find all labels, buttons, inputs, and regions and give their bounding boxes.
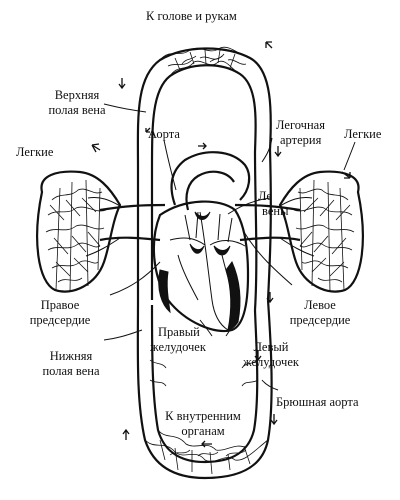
- label-inferior-vena-cava-line2: полая вена: [42, 364, 100, 378]
- label-superior-vena-cava-line2: полая вена: [48, 103, 106, 117]
- label-left-atrium-line2: предсердие: [289, 313, 351, 327]
- label-pulmonary-veins-line2: вены: [262, 204, 289, 218]
- label-internal-organs-line2: органам: [181, 424, 225, 438]
- flow-arrows: [91, 41, 351, 448]
- left-lung: [36, 170, 166, 293]
- label-right-ventricle-line2: желудочек: [150, 340, 206, 354]
- label-inferior-vena-cava-line1: Нижняя: [49, 349, 93, 363]
- label-right-atrium-line1: Правое: [40, 298, 80, 312]
- leader-lines: [103, 103, 356, 391]
- heart: [152, 151, 251, 333]
- label-lungs-left: Легкие: [16, 145, 54, 159]
- label-right-atrium-line2: предсердие: [29, 313, 91, 327]
- label-left-ventricle-line2: желудочек: [243, 355, 299, 369]
- upper-body-loop: [136, 46, 272, 171]
- label-left-ventricle-line1: Левый: [253, 340, 289, 354]
- label-right-ventricle-line1: Правый: [158, 325, 200, 339]
- label-left-atrium-line1: Левое: [304, 298, 336, 312]
- label-lungs-right: Легкие: [344, 127, 382, 141]
- right-lung: [234, 170, 364, 293]
- label-superior-vena-cava-line1: Верхняя: [54, 88, 100, 102]
- label-internal-organs-line1: К внутренним: [165, 409, 241, 423]
- label-head-arms: К голове и рукам: [146, 9, 237, 23]
- label-pulmonary-artery-line1: Легочная: [276, 118, 325, 132]
- label-pulmonary-veins-line1: Ле: [258, 189, 272, 203]
- label-pulmonary-artery-line2: артерия: [280, 133, 322, 147]
- label-aorta: Аорта: [148, 127, 180, 141]
- lower-body-loop: [136, 149, 273, 480]
- label-abdominal-aorta: Брюшная аорта: [276, 395, 359, 409]
